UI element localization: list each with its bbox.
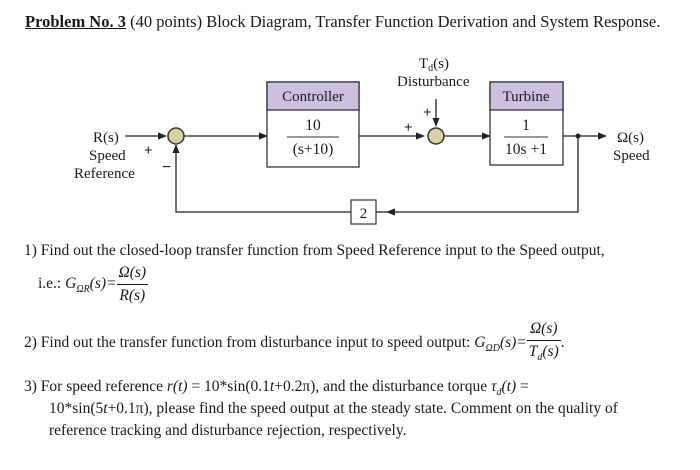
controller-header [266,81,360,111]
question-3-line-1: 3) For speed reference r(t) = 10*sin(0.1… [24,378,529,399]
problem-description: (40 points) Block Diagram, Transfer Func… [125,12,661,31]
sum1-plus-sign: + [144,143,153,159]
problem-title: Problem No. 3 (40 points) Block Diagram,… [25,12,660,32]
fraction-omega-over-td: Ω(s)Td(s) [526,318,561,369]
disturbance-label-td: Td(s) [419,56,449,74]
output-label-speed: Speed [613,148,650,164]
question-2-period: . [560,334,565,352]
g-subscript: ΩD [485,343,500,355]
controller-denominator: (s+10) [293,141,334,158]
g-argument: (s)= [499,334,527,352]
fraction-denominator: Td(s) [528,343,559,364]
problem-number: Problem No. 3 [25,12,126,31]
summing-junction-1 [167,127,185,145]
input-label-reference: Reference [74,166,135,182]
g-subscript: ΩR [76,284,90,296]
question-2-text: 2) Find out the transfer function from d… [24,334,475,352]
feedback-return-line [386,136,579,216]
feedback-gain-value: 2 [360,206,368,222]
input-label-rs: R(s) [93,130,119,146]
question-1-formula: i.e.: GΩR(s)=Ω(s) R(s) [38,262,149,307]
question-1-prefix: i.e.: [38,275,66,293]
fraction-denominator: R(s) [119,287,146,304]
g-argument: (s)= [89,275,117,293]
controller-label: Controller [282,89,344,105]
controller-numerator: 10 [305,117,321,134]
fraction-numerator: Ω(s) [116,262,149,285]
g-symbol: G [474,334,486,352]
sum2-top-plus-sign: + [423,105,432,121]
question-3-line-2: 10*sin(5t+0.1π), please find the speed o… [49,400,618,417]
disturbance-label-text: Disturbance [397,74,470,90]
turbine-label: Turbine [503,89,550,105]
turbine-header [489,81,564,111]
fraction-numerator: Ω(s) [526,318,561,341]
fraction-omega-over-r: Ω(s) R(s) [116,262,149,307]
question-1-text: 1) Find out the closed-loop transfer fun… [24,242,605,259]
g-symbol: G [65,275,77,293]
sum1-minus-sign: − [162,159,171,176]
turbine-denominator: 10s +1 [505,141,547,158]
sum2-left-plus-sign: + [404,120,413,136]
output-label-omega: Ω(s) [617,130,644,146]
turbine-numerator: 1 [522,117,530,134]
block-diagram: R(s) Speed Reference + − Controller 10 (… [74,56,650,225]
summing-junction-2 [427,127,445,145]
input-label-speed: Speed [89,148,126,164]
feedback-to-sum1-line [172,144,351,213]
question-2: 2) Find out the transfer function from d… [24,318,565,369]
question-3-line-3: reference tracking and disturbance rejec… [49,422,407,439]
